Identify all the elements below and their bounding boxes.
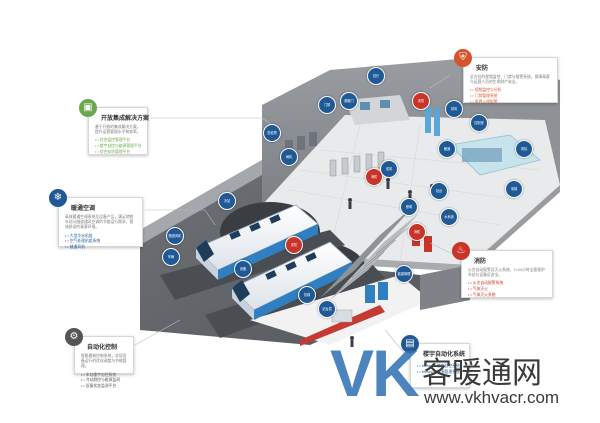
watermark-url: www.vkhvacr.com bbox=[424, 388, 560, 407]
vehicle-icon: 车辆 bbox=[162, 248, 180, 266]
callout-automation: ⚙ 自动化控制 智能建筑控制系统，实现设备运行的优化调度与节能管理。 • 车站楼… bbox=[65, 328, 134, 388]
automation-icon: ⚙ bbox=[65, 328, 83, 346]
list-item: • 视频监控与分析 bbox=[470, 88, 551, 94]
list-item: • 楼宇自控与能源管理平台 bbox=[95, 144, 141, 150]
callout-desc: 智能建筑控制系统，实现设备运行的优化调度与节能管理。 bbox=[81, 354, 127, 369]
ticketing-icon: 售检票 bbox=[263, 124, 281, 142]
platform-icon: 站台 bbox=[430, 182, 448, 200]
security-icon: 安防 bbox=[412, 92, 430, 110]
callout-desc: 基于开放的集成解决方案，提升运营管理水平和效率。 bbox=[95, 125, 141, 135]
list-item: • Metasys 楼宇自控系统 bbox=[417, 364, 463, 370]
hvac-icon: ❄ bbox=[49, 189, 67, 207]
chiller-plant-icon: 冷站 bbox=[218, 192, 236, 210]
camera-icon: 安防 bbox=[285, 236, 303, 254]
callout-title: 暖通空调 bbox=[71, 206, 96, 212]
list-item: • 门禁管理系统 bbox=[470, 94, 551, 100]
callout-title: 安防 bbox=[476, 66, 489, 72]
list-item: • 空气处理机组系统 bbox=[65, 239, 136, 245]
callout-title: 楼宇自动化系统 bbox=[423, 352, 466, 358]
station-hall-icon: 站厅 bbox=[367, 67, 385, 85]
list-item: • 综合监控管理平台 bbox=[95, 138, 141, 144]
callout-integration: ▣ 开放集成解决方案 基于开放的集成解决方案，提升运营管理水平和效率。 • 综合… bbox=[79, 99, 150, 156]
exhaust-air-icon: 排风 bbox=[445, 100, 463, 118]
building-icon: ▤ bbox=[401, 335, 419, 353]
list-item: • 火灾自动报警系统 bbox=[468, 281, 546, 287]
callout-fire: ♨ 消防 火灾自动报警及灭火系统，7×24小时全面保护车站与设备区安全。 • 火… bbox=[452, 242, 553, 299]
water-system-icon: 水系统 bbox=[440, 208, 458, 226]
watermark: V K 客暖通网 www.vkhvacr.com bbox=[330, 336, 598, 420]
shield-icon: ⛨ bbox=[454, 49, 472, 67]
list-item: • Metasys 能源管理系统 bbox=[417, 370, 463, 376]
list-item: • 设备状态监测平台 bbox=[81, 384, 127, 390]
watermark-site-name: 客暖通网 bbox=[422, 356, 542, 391]
watermark-logo-v: V bbox=[330, 336, 375, 410]
lighting-icon: 照明 bbox=[400, 198, 418, 216]
callout-title: 开放集成解决方案 bbox=[101, 116, 150, 122]
callout-title: 自动化控制 bbox=[87, 345, 118, 351]
list-item: • 车站楼宇自控系统 bbox=[81, 373, 127, 379]
callout-desc: 高效暖通空调系统及设备产品，满足地铁车站与隧道通风空调的节能运行需求，营造舒适的… bbox=[65, 215, 134, 230]
hvac-icon: 暖通 bbox=[438, 140, 456, 158]
flame-icon: ♨ bbox=[452, 242, 470, 260]
equipment-icon: 设备 bbox=[234, 260, 252, 278]
callout-desc: 全方位的视频监控、门禁与报警系统，保障乘客与运营人员的生命财产安全。 bbox=[470, 75, 550, 85]
escalator-icon: 扶梯 bbox=[298, 286, 316, 304]
energy-icon: 能源管理 bbox=[395, 265, 413, 283]
access-control-icon: 门禁 bbox=[318, 96, 336, 114]
list-item: • 气体灭火 bbox=[468, 287, 546, 293]
list-item: • 周界入侵报警 bbox=[470, 100, 551, 106]
fire-icon: 消防 bbox=[365, 168, 383, 186]
watermark-logo-k: K bbox=[372, 336, 420, 410]
gate-icon: 闸机 bbox=[280, 148, 298, 166]
platform-level-icon: 站台层 bbox=[318, 300, 336, 318]
list-item: • 大型冷水机组 bbox=[65, 234, 136, 240]
control-room-icon: 控制室 bbox=[470, 114, 488, 132]
callout-desc: 火灾自动报警及灭火系统，7×24小时全面保护车站与设备区安全。 bbox=[468, 268, 545, 278]
callout-hvac: ❄ 暖通空调 高效暖通空调系统及设备产品，满足地铁车站与隧道通风空调的节能运行需… bbox=[49, 189, 143, 249]
tunnel-fan-icon: 隧道风机 bbox=[166, 227, 184, 245]
list-item: • 冷站群控与能源监测 bbox=[81, 378, 127, 384]
fan-icon: 风机 bbox=[515, 140, 533, 158]
integration-icon: ▣ bbox=[79, 99, 97, 117]
list-item: • 综合安防管理平台 bbox=[95, 150, 141, 156]
supply-air-icon: 送风 bbox=[380, 160, 398, 178]
callout-platform: ▤ 楼宇自动化系统 • Metasys 楼宇自控系统 • Metasys 能源管… bbox=[401, 335, 470, 388]
elevator-icon: 电梯 bbox=[505, 180, 523, 198]
screen-door-icon: 屏蔽门 bbox=[340, 92, 358, 110]
callout-security: ⛨ 安防 全方位的视频监控、门禁与报警系统，保障乘客与运营人员的生命财产安全。 … bbox=[454, 49, 558, 106]
list-item: • 气体灭火系统 bbox=[468, 293, 546, 299]
list-item: • 隧道风机 bbox=[65, 245, 136, 251]
fire-alarm-icon: 消防 bbox=[408, 223, 426, 241]
callout-title: 消防 bbox=[474, 259, 487, 265]
